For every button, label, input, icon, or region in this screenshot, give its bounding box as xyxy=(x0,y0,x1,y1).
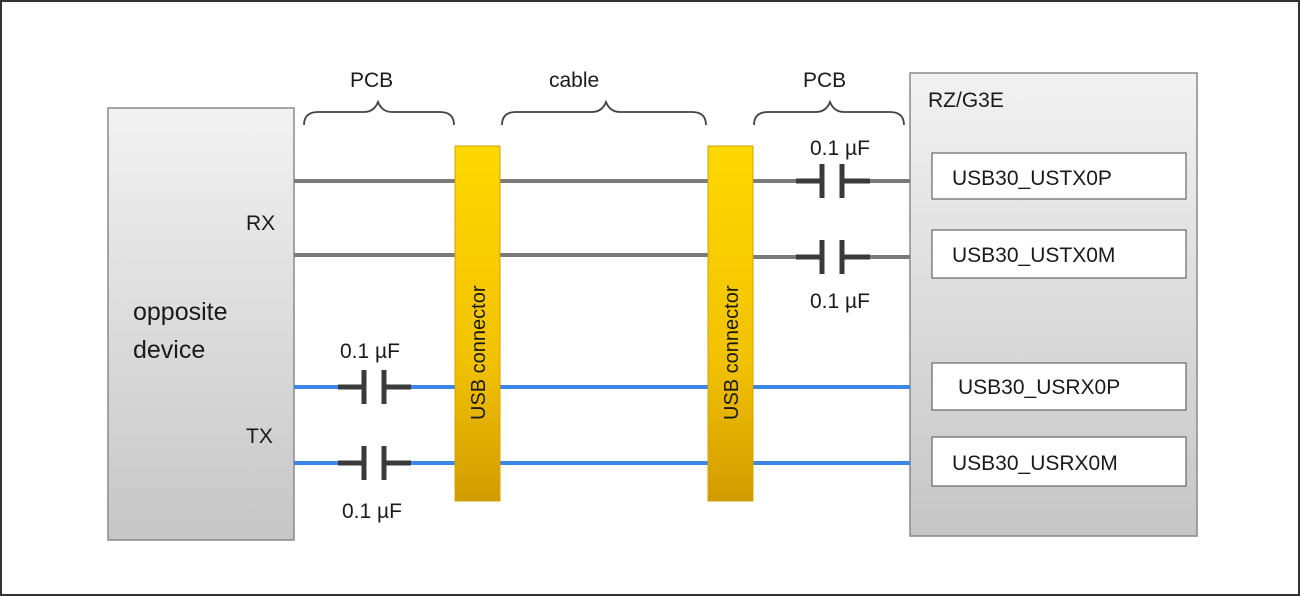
opposite-device-label-line1: opposite xyxy=(133,298,228,326)
capacitor-rx-p xyxy=(796,164,870,198)
segment-label-pcb-left: PCB xyxy=(350,69,393,92)
cap-label-rx-m: 0.1 µF xyxy=(810,290,870,313)
capacitor-tx-m xyxy=(338,446,411,480)
brace-pcb-left xyxy=(303,99,455,126)
pin-label-rx-p: USB30_USRX0P xyxy=(958,376,1120,399)
segment-label-cable: cable xyxy=(549,69,599,92)
tx-label: TX xyxy=(246,425,273,448)
usb-connector-left xyxy=(454,145,501,502)
cap-label-tx-p: 0.1 µF xyxy=(340,340,400,363)
tx-pair-lines xyxy=(294,385,910,465)
cap-label-tx-m: 0.1 µF xyxy=(342,500,402,523)
soc-label: RZ/G3E xyxy=(928,89,1004,112)
pin-box-tx-p xyxy=(931,152,1187,200)
segment-label-pcb-right: PCB xyxy=(803,69,846,92)
pin-box-tx-m xyxy=(931,229,1187,279)
opposite-device-box xyxy=(107,107,295,541)
pin-label-rx-m: USB30_USRX0M xyxy=(952,452,1118,475)
rx-pair-lines xyxy=(294,179,910,259)
brace-pcb-right xyxy=(753,99,905,126)
usb-connector-right xyxy=(707,145,754,502)
capacitor-tx-p xyxy=(338,370,411,404)
capacitor-rx-m xyxy=(796,240,870,274)
pin-label-tx-m: USB30_USTX0M xyxy=(952,244,1115,267)
pin-box-rx-p xyxy=(931,362,1187,411)
rx-label: RX xyxy=(246,212,275,235)
opposite-device-label-line2: device xyxy=(133,336,205,364)
usb-connector-left-label: USB connector xyxy=(468,285,490,420)
usb-connector-right-label: USB connector xyxy=(721,285,743,420)
brace-cable xyxy=(501,99,707,126)
pin-label-tx-p: USB30_USTX0P xyxy=(952,167,1112,190)
pin-box-rx-m xyxy=(931,436,1187,487)
cap-label-rx-p: 0.1 µF xyxy=(810,137,870,160)
